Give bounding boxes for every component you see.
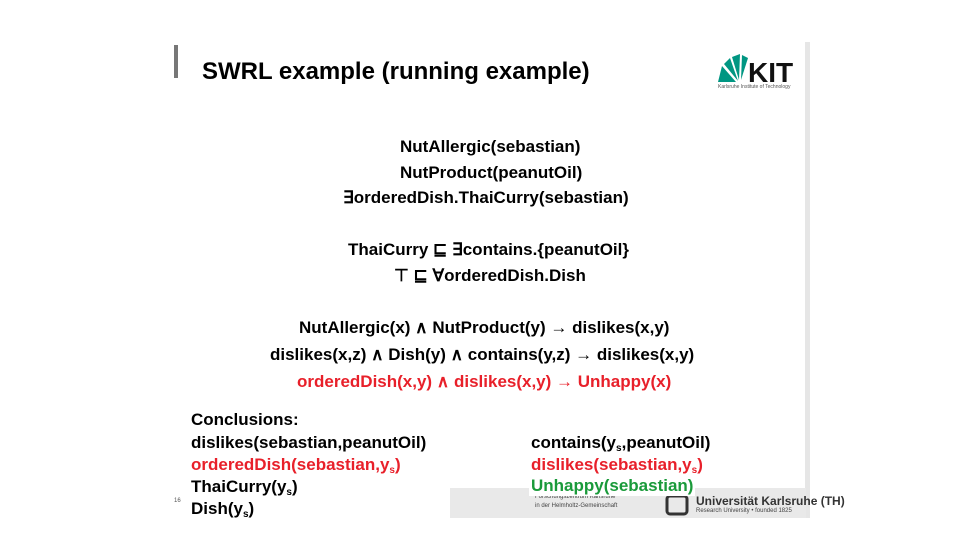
footer-research-center-line1: Forschungszentrum Karlsruhe	[535, 494, 616, 500]
conclusion-ordereddish: orderedDish(sebastian,ys)	[191, 455, 401, 476]
kit-logo-wordmark: KIT	[748, 57, 793, 88]
footer-university: Universität Karlsruhe (TH)	[696, 494, 845, 508]
conclusion-thaicurry: ThaiCurry(ys)	[191, 477, 298, 498]
rule-2: dislikes(x,z) ∧ Dish(y) ∧ contains(y,z) …	[270, 345, 695, 364]
slide	[168, 42, 810, 518]
kit-logo-subtitle: Karlsruhe Institute of Technology	[718, 84, 791, 90]
conclusion-contains: contains(ys,peanutOil)	[531, 433, 711, 454]
fact-ordereddish: ∃orderedDish.ThaiCurry(sebastian)	[343, 188, 629, 207]
conclusions-heading: Conclusions:	[191, 410, 299, 429]
fact-nutallergic: NutAllergic(sebastian)	[400, 137, 581, 156]
conclusion-dish: Dish(ys)	[191, 499, 255, 520]
slide-edge	[805, 42, 810, 518]
kit-logo-rays-icon	[718, 54, 748, 82]
conclusion-dislikes-ys: dislikes(sebastian,ys)	[531, 455, 703, 476]
rule-1: NutAllergic(x) ∧ NutProduct(y) → dislike…	[299, 318, 670, 337]
conclusion-unhappy: Unhappy(sebastian)	[529, 476, 696, 496]
rule-3: orderedDish(x,y) ∧ dislikes(x,y) → Unhap…	[297, 372, 672, 391]
title-accent-bar	[174, 45, 178, 78]
page-number: 16	[174, 498, 181, 504]
footer-university-sub: Research University • founded 1825	[696, 508, 792, 514]
university-seal-icon	[665, 494, 689, 516]
axiom-thaicurry: ThaiCurry ⊑ ∃contains.{peanutOil}	[348, 240, 629, 259]
axiom-top: ⊤ ⊑ ∀orderedDish.Dish	[394, 266, 586, 285]
fact-nutproduct: NutProduct(peanutOil)	[400, 163, 583, 182]
conclusion-dislikes-peanutoil: dislikes(sebastian,peanutOil)	[191, 433, 427, 452]
footer-research-center-line2: in der Helmholtz-Gemeinschaft	[535, 503, 618, 509]
slide-title: SWRL example (running example)	[202, 58, 590, 85]
kit-logo: KIT	[718, 54, 793, 88]
